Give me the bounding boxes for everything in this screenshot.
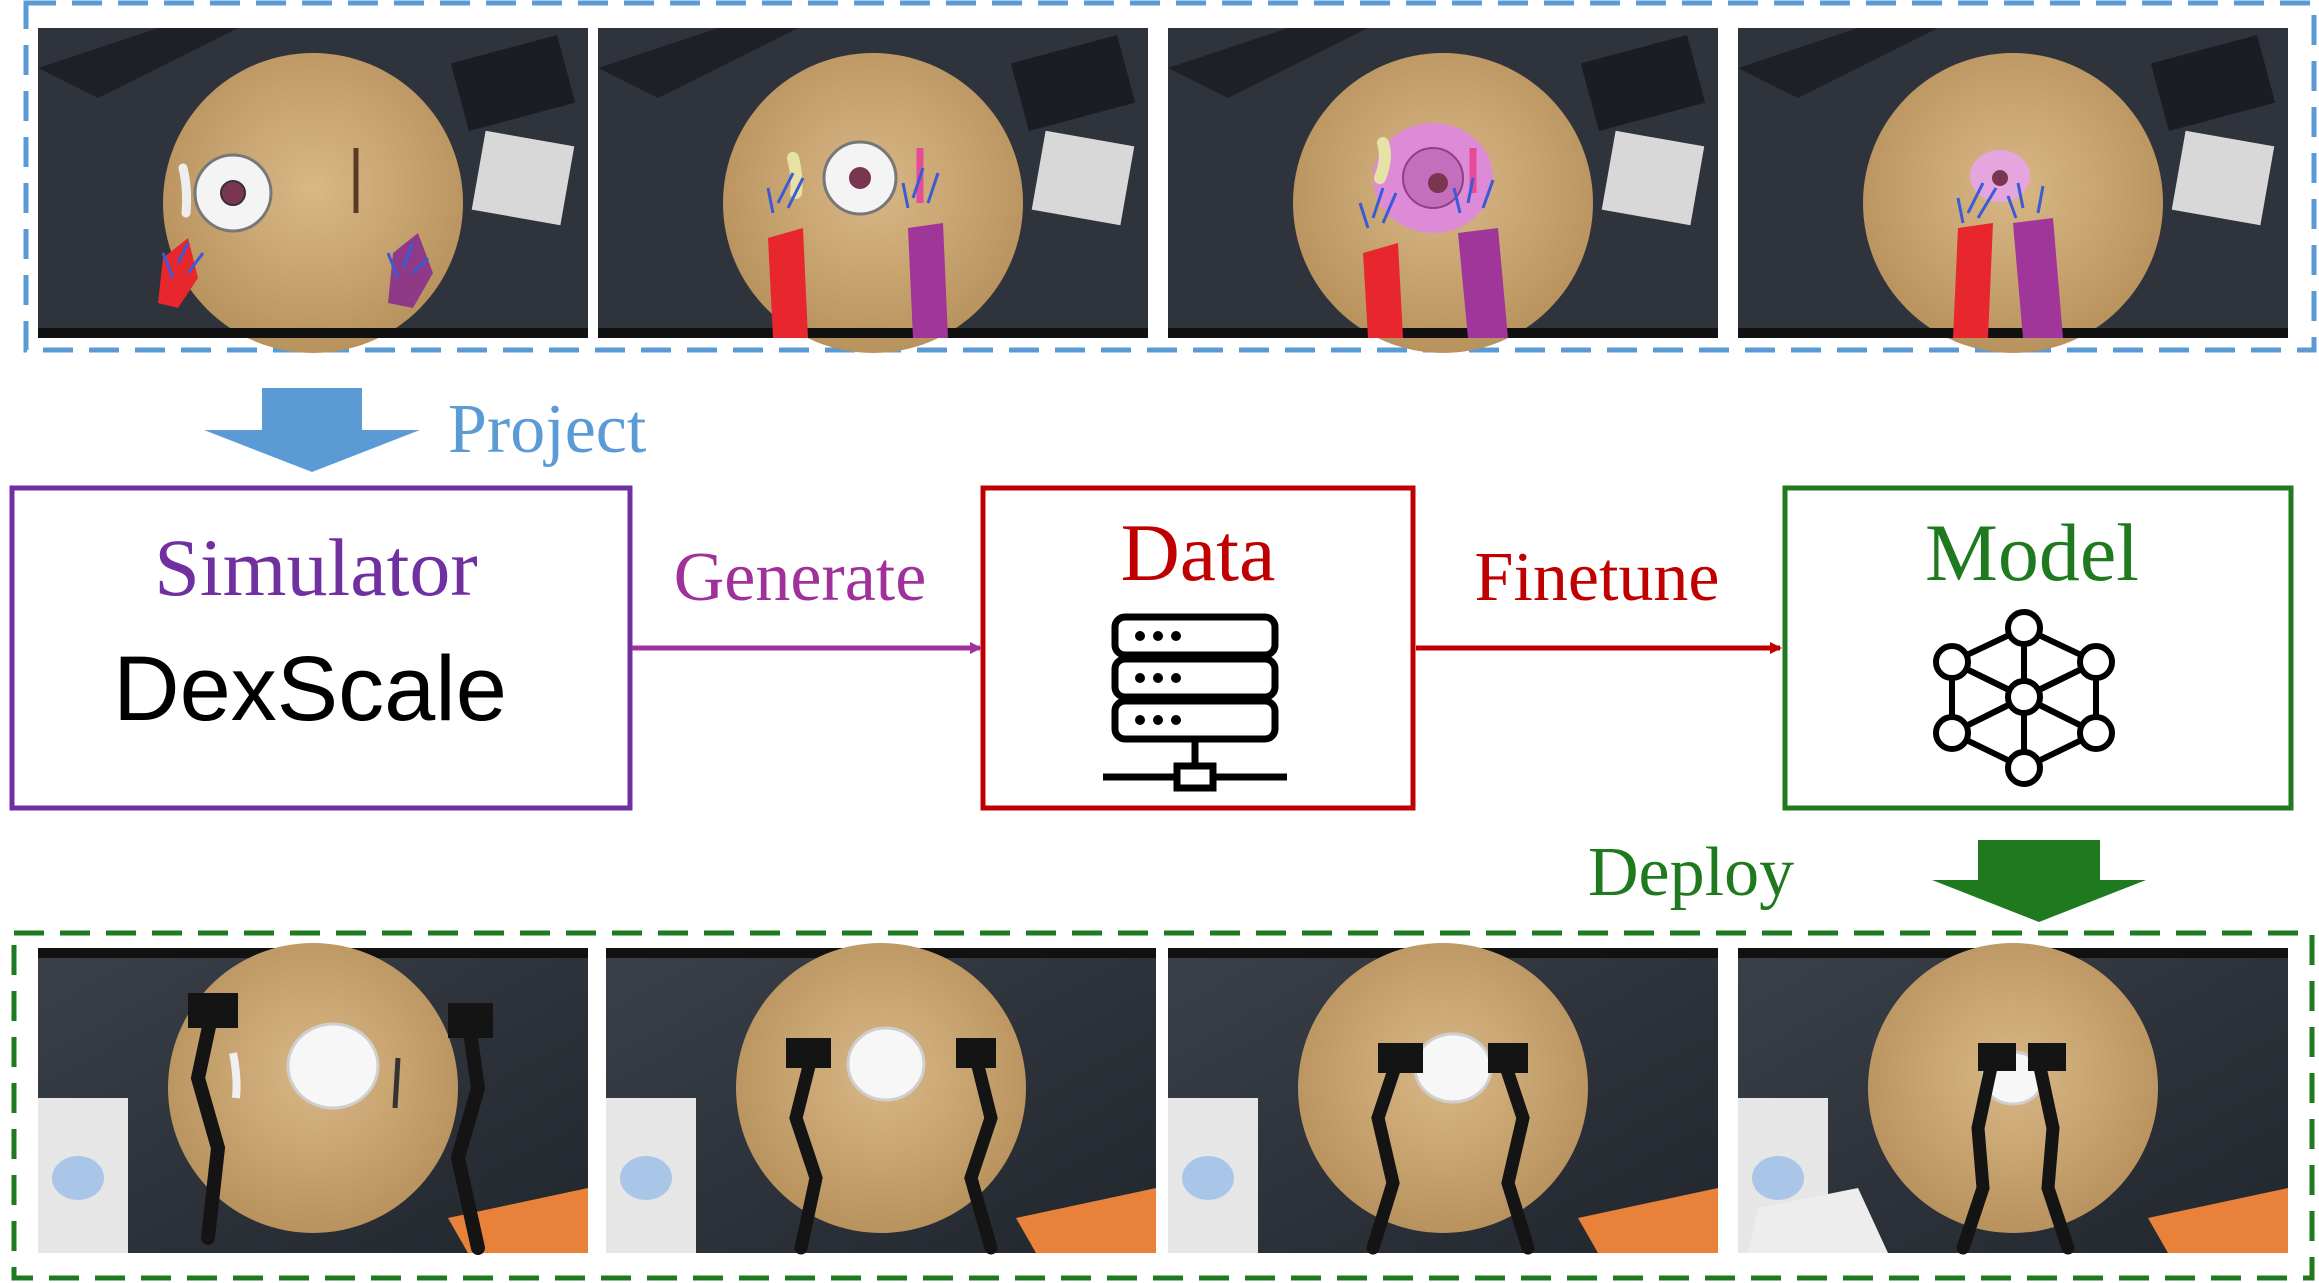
robot-deploy-frame-4 [1738, 943, 2288, 1255]
data-box: Data [980, 485, 1416, 811]
model-box: Model [1782, 485, 2294, 811]
finetune-label: Finetune [1475, 539, 1720, 616]
human-demo-panel [23, 0, 2317, 353]
human-demo-frame-4 [1738, 28, 2288, 353]
simulator-box: Simulator DexScale [9, 485, 633, 811]
robot-deploy-frame-1 [38, 943, 588, 1255]
human-demo-frame-2 [598, 28, 1148, 353]
server-icon [1103, 613, 1287, 792]
human-demo-frame-1 [38, 28, 588, 353]
project-arrow [204, 388, 420, 472]
simulator-title: Simulator [154, 522, 477, 613]
deploy-label: Deploy [1588, 834, 1794, 911]
neural-network-icon [1933, 609, 2115, 787]
robot-deploy-frame-3 [1168, 943, 1718, 1255]
generate-label: Generate [674, 539, 927, 616]
project-label: Project [448, 391, 647, 468]
server-lights [1135, 631, 1181, 725]
robot-deploy-frame-2 [606, 943, 1156, 1255]
deploy-arrow [1932, 840, 2146, 922]
simulator-name: DexScale [113, 638, 507, 740]
model-title: Model [1925, 507, 2139, 598]
robot-deploy-panel [11, 930, 2315, 1281]
data-title: Data [1121, 507, 1276, 598]
human-demo-frame-3 [1168, 28, 1718, 353]
